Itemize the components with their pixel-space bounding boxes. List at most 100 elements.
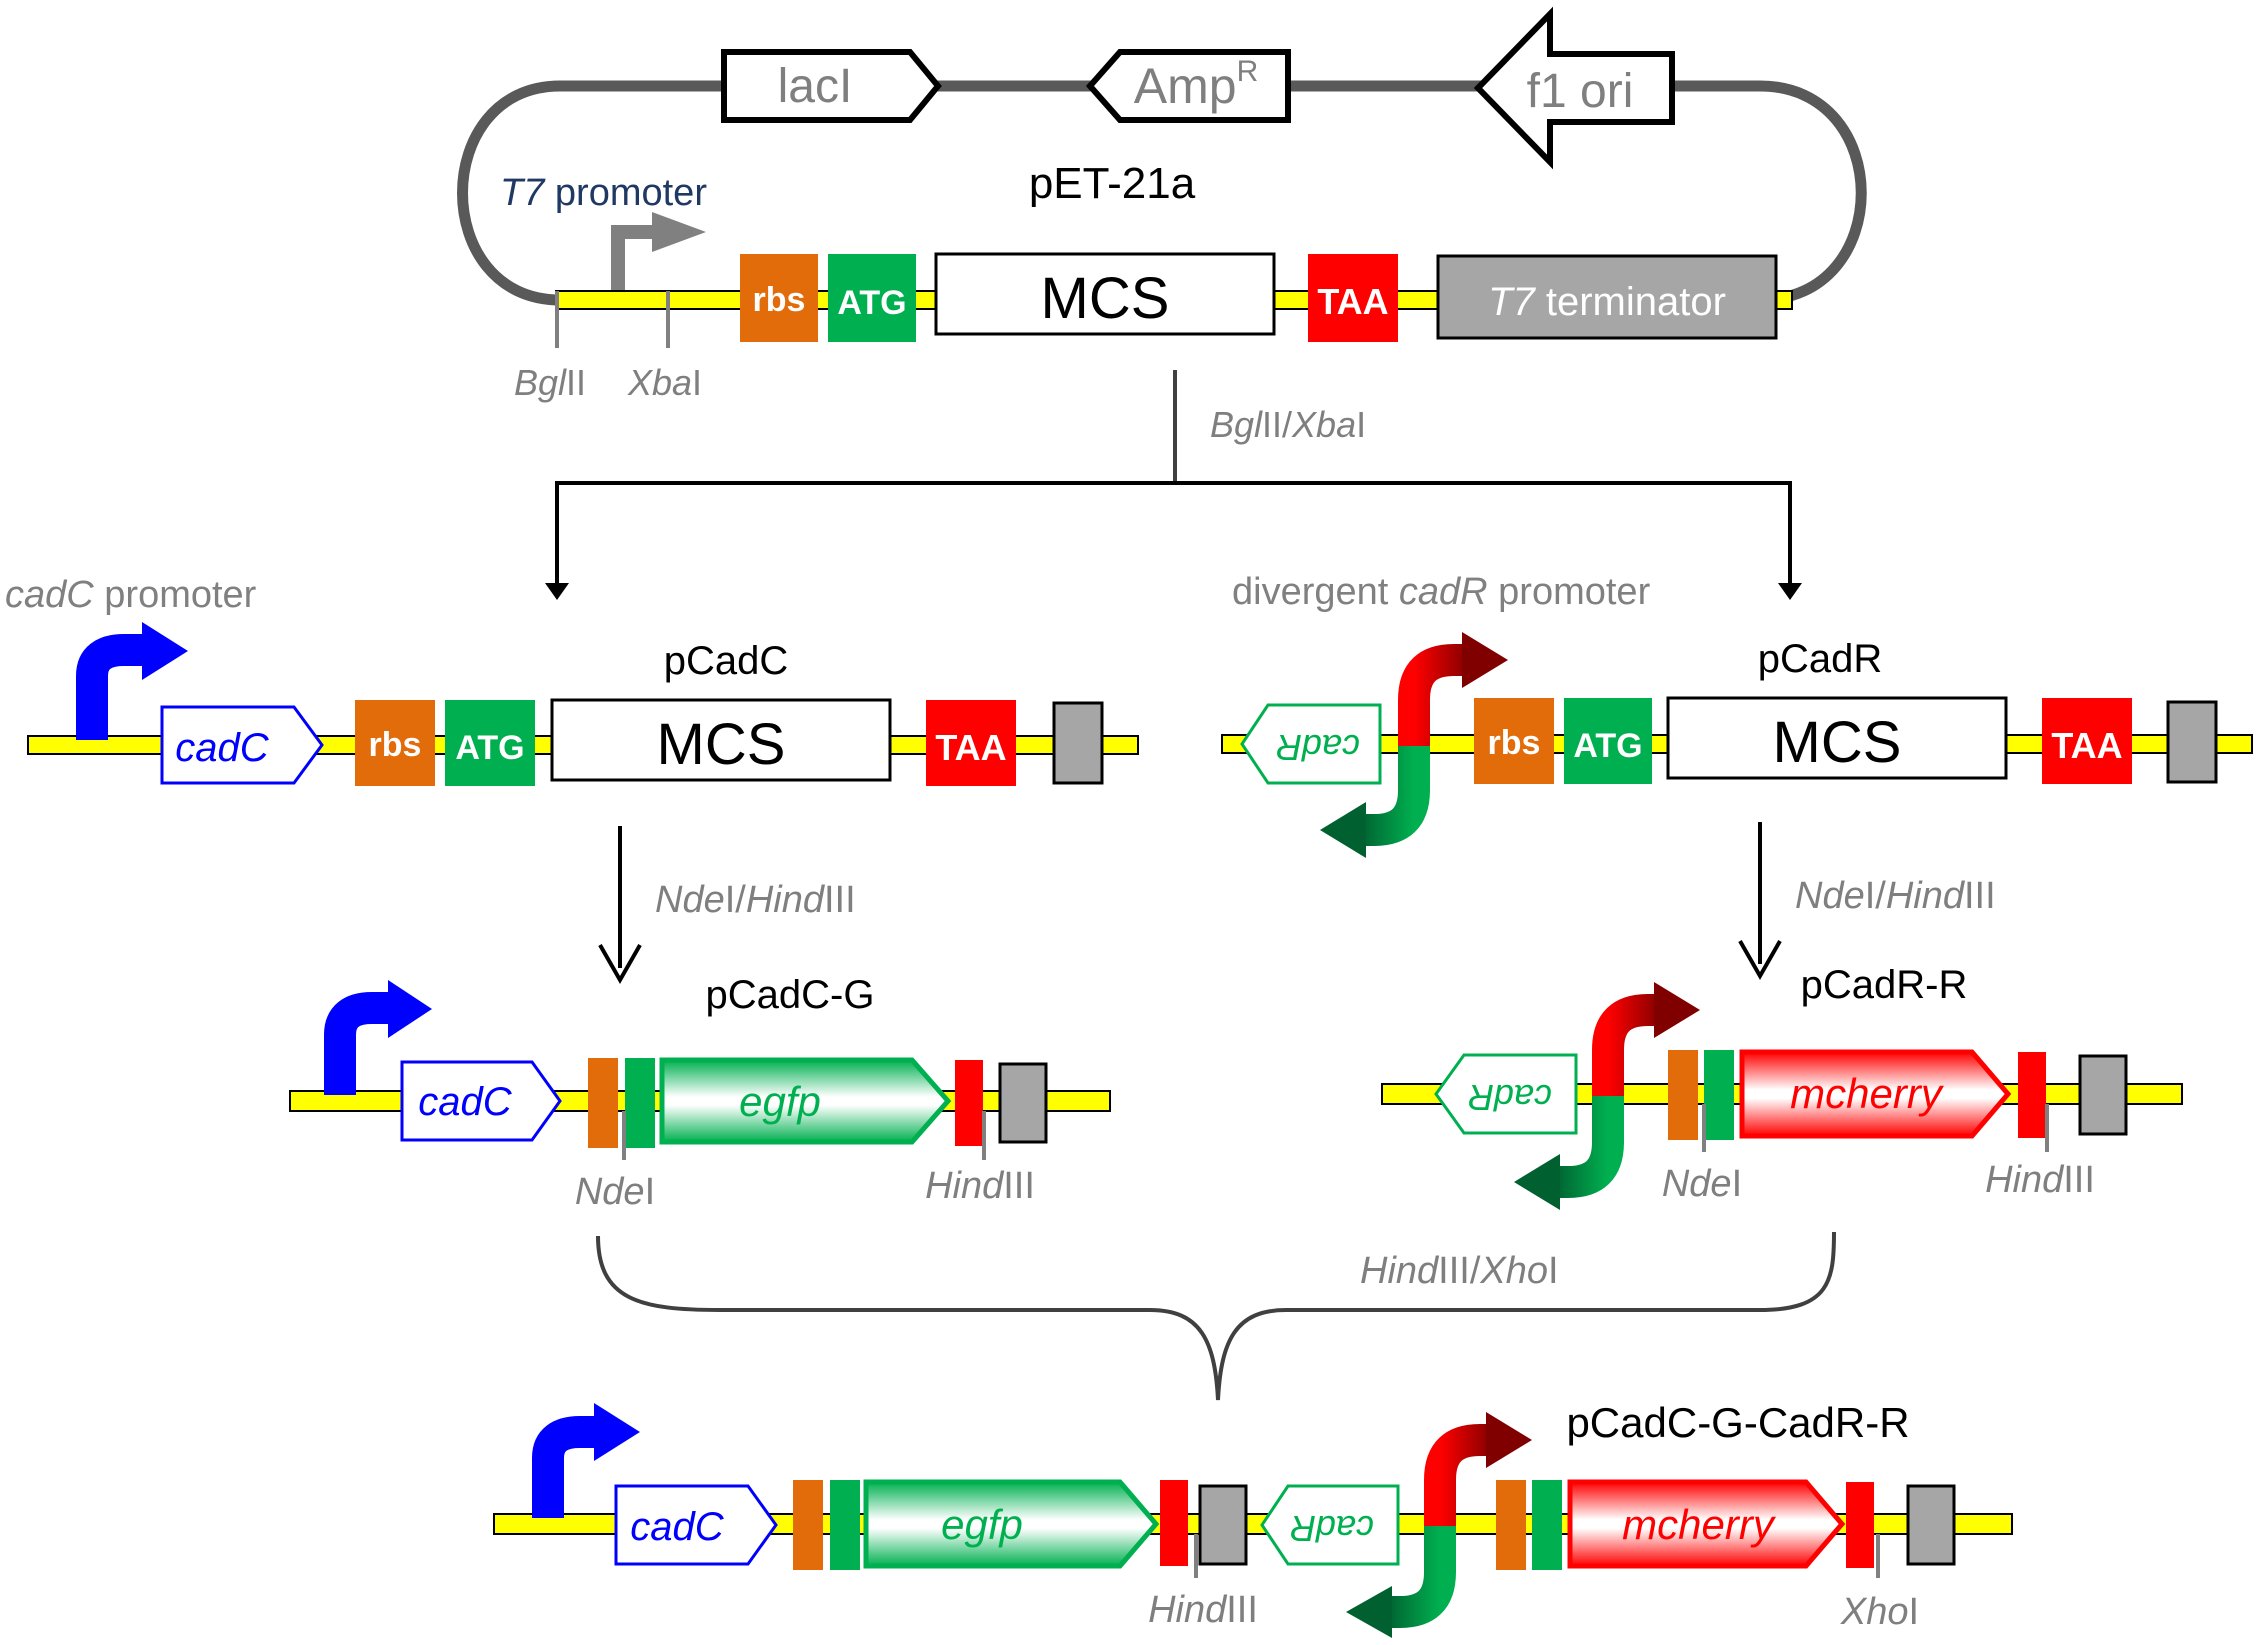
step2-right-enzymes: NdeI/HindIII — [1795, 875, 1996, 917]
pcadc-atg-box — [445, 700, 535, 786]
pcadrr-name: pCadR-R — [1801, 963, 1968, 1007]
pcadcg-rbs-box — [588, 1058, 618, 1148]
step1-left-arrowhead — [545, 583, 569, 600]
final-construct: cadC egfp cadR mcherry HindIII XhoI pCad… — [493, 1399, 2013, 1638]
t7-terminator-box — [1436, 254, 1778, 340]
pet-atg-label: ATG — [837, 284, 906, 322]
pcadr-r-construct: cadR mcherry NdeI HindIII pCadR-R — [1381, 963, 2183, 1210]
step1-split-arrows: BglII/XbaI — [545, 370, 1802, 600]
final-cadr-forward-arrow — [1424, 1424, 1494, 1528]
pcadrr-reverse-promoter-arrow — [1554, 1096, 1624, 1198]
f1ori-arrow — [1473, 6, 1675, 170]
pcadcg-promoter-arrowhead — [388, 980, 432, 1038]
pcadcg-taa-box — [955, 1060, 983, 1146]
final-cadc-promoter-arrow — [532, 1416, 602, 1518]
final-mcherry-label: mcherry — [1622, 1501, 1777, 1548]
pcadc-taa-box — [926, 700, 1016, 786]
final-cadr-reverse-arrow — [1386, 1526, 1456, 1628]
pcadr-atg-label: ATG — [1573, 727, 1642, 765]
step2-right-arrowhead — [1738, 940, 1782, 981]
bglii-site-label: BglII — [514, 362, 586, 403]
pet-mcs-box — [934, 252, 1276, 336]
final-cadr-forward-arrowhead — [1486, 1412, 1532, 1468]
pcadrr-forward-promoter-arrow — [1592, 994, 1662, 1098]
final-mcherry-gene — [1567, 1479, 1846, 1569]
pcadcg-atg-box — [625, 1058, 655, 1148]
final-rbs1-box — [793, 1480, 823, 1570]
pcadr-name: pCadR — [1758, 637, 1883, 681]
final-rbs2-box — [1496, 1480, 1526, 1570]
pcadcg-hindiii-label: HindIII — [925, 1165, 1035, 1207]
pcadrr-rbs-box — [1668, 1050, 1698, 1140]
final-taa1-box — [1160, 1480, 1188, 1566]
pcadcg-terminator-box — [998, 1062, 1048, 1144]
pcadc-construct: cadC promoter cadC rbs ATG MCS TAA pCadC — [5, 574, 1139, 786]
laci-gene — [721, 49, 942, 123]
pcadc-rbs-label: rbs — [369, 726, 422, 764]
pet-rbs-box — [740, 254, 818, 342]
pcadc-name: pCadC — [664, 639, 789, 683]
pcadr-reverse-arrowhead — [1320, 802, 1366, 858]
step1-right-arrowhead — [1778, 583, 1802, 600]
pcadr-taa-box — [2042, 698, 2132, 784]
step1-enzymes-label: BglII/XbaI — [1210, 404, 1366, 445]
t7-terminator-label: T7 terminator — [1488, 280, 1726, 324]
final-xhoi-label: XhoI — [1840, 1591, 1919, 1633]
ampr-label: AmpR — [1134, 55, 1258, 114]
pet-atg-box — [828, 254, 916, 342]
pcadcg-name: pCadC-G — [706, 973, 875, 1017]
pcadc-cadc-label: cadC — [175, 726, 269, 770]
pcadr-reverse-promoter-arrow — [1360, 746, 1430, 846]
f1ori-label: f1 ori — [1527, 65, 1634, 118]
pcadr-mcs-box — [1666, 696, 2008, 780]
pcadc-mcs-box — [550, 698, 892, 782]
pcadcg-ndei-label: NdeI — [575, 1171, 655, 1213]
final-term1-box — [1198, 1484, 1248, 1566]
final-atg2-box — [1532, 1480, 1562, 1570]
step3-merge-brace: HindIII/XhoI — [596, 1231, 1836, 1401]
pcadrr-cadr-label: cadR — [1468, 1077, 1552, 1118]
pet-mcs-label: MCS — [1041, 266, 1170, 331]
final-cadc-label: cadC — [630, 1505, 724, 1549]
pcadc-atg-label: ATG — [455, 729, 524, 767]
final-cadr-reverse-arrowhead — [1346, 1586, 1392, 1638]
pcadcg-cadc-gene — [400, 1060, 562, 1142]
pcadrr-mcherry-label: mcherry — [1790, 1070, 1945, 1117]
cadc-promoter-arrowhead — [142, 622, 188, 680]
pcadcg-cadc-promoter-arrow — [324, 992, 395, 1095]
pcadrr-mcherry-gene — [1739, 1049, 2012, 1139]
pcadc-rbs-box — [355, 700, 435, 786]
final-egfp-gene — [863, 1479, 1160, 1569]
ampr-gene — [1085, 49, 1291, 123]
pcadrr-atg-box — [1704, 1050, 1734, 1140]
pcadcg-cadc-label: cadC — [418, 1080, 512, 1124]
cadr-promoter-label: divergent cadR promoter — [1232, 571, 1651, 613]
pcadr-construct: divergent cadR promoter cadR rbs ATG MCS… — [1221, 571, 2253, 858]
final-cadr-gene — [1260, 1484, 1400, 1566]
pcadr-mcs-label: MCS — [1773, 710, 1902, 775]
step1-branches — [555, 481, 1792, 597]
pet-taa-label: TAA — [1317, 281, 1388, 322]
pcadc-mcs-label: MCS — [657, 712, 786, 777]
pet-taa-box — [1308, 254, 1398, 342]
t7-promoter-label: T7 promoter — [500, 172, 707, 214]
step2-arrows: NdeI/HindIII NdeI/HindIII — [598, 822, 1996, 985]
pcadrr-taa-box — [2018, 1052, 2046, 1138]
final-hindiii-label: HindIII — [1148, 1589, 1258, 1631]
pcadrr-forward-arrowhead — [1654, 982, 1700, 1038]
pcadc-g-construct: cadC egfp NdeI HindIII pCadC-G — [289, 973, 1111, 1213]
final-egfp-label: egfp — [941, 1501, 1023, 1548]
pcadcg-egfp-gene — [659, 1057, 952, 1145]
pcadr-cadr-label: cadR — [1276, 727, 1360, 768]
pcadrr-hindiii-label: HindIII — [1985, 1159, 2095, 1201]
cadc-promoter-label: cadC promoter — [5, 574, 257, 616]
pcadr-terminator-box — [2166, 700, 2218, 784]
pcadc-cadc-gene — [160, 705, 324, 785]
step2-left-arrowhead — [598, 944, 642, 985]
cadc-promoter-arrow — [76, 634, 150, 740]
final-term2-box — [1906, 1484, 1956, 1566]
pcadr-forward-promoter-arrow — [1398, 644, 1470, 748]
step2-left-enzymes: NdeI/HindIII — [655, 879, 856, 921]
pet-rbs-label: rbs — [753, 281, 806, 319]
